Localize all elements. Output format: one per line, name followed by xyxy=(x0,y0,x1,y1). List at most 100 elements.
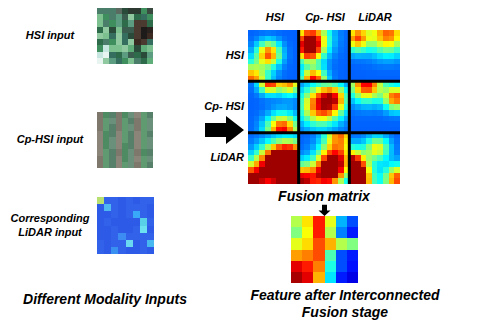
heatmap-cell xyxy=(355,36,361,42)
heatmap-cell xyxy=(394,161,400,167)
heatmap-cell xyxy=(338,98,344,104)
heatmap-cell xyxy=(254,98,260,104)
heatmap-cell xyxy=(310,30,316,36)
column-header: HSI xyxy=(250,11,300,24)
pixel xyxy=(126,226,134,234)
heatmap-cell xyxy=(316,104,322,110)
pixel xyxy=(141,27,148,34)
heatmap-cell xyxy=(304,173,310,179)
heatmap-cell xyxy=(366,144,372,150)
pixel xyxy=(109,112,116,119)
heatmap-cell xyxy=(355,167,361,173)
pixel xyxy=(147,52,153,59)
heatmap-cell xyxy=(254,59,260,65)
heatmap-cell xyxy=(372,110,378,116)
heatmap-cell xyxy=(248,47,254,53)
heatmap-cell xyxy=(271,64,277,70)
pixel xyxy=(104,204,112,212)
heatmap-cell xyxy=(265,138,271,144)
heatmap-cell xyxy=(332,110,338,116)
pixel xyxy=(128,14,135,21)
pixel xyxy=(97,124,104,131)
heatmap-cell xyxy=(336,227,348,239)
block-separator xyxy=(248,80,400,83)
pixel xyxy=(128,45,135,52)
heatmap-cell xyxy=(316,70,322,76)
pixel xyxy=(109,137,116,144)
heatmap-cell xyxy=(327,161,333,167)
pixel xyxy=(118,204,126,212)
heatmap-cell xyxy=(276,110,282,116)
heatmap-cell xyxy=(377,47,383,53)
pixel xyxy=(122,143,129,150)
heatmap-cell xyxy=(304,121,310,127)
heatmap-cell xyxy=(383,104,389,110)
row-header: HSI xyxy=(184,49,244,62)
heatmap-cell xyxy=(383,167,389,173)
flow-arrow xyxy=(319,205,331,216)
heatmap-cell xyxy=(325,272,337,283)
heatmap-cell xyxy=(361,47,367,53)
heatmap-cell xyxy=(287,53,293,59)
heatmap-cell xyxy=(254,41,260,47)
pixel xyxy=(147,162,153,168)
heatmap-cell xyxy=(265,98,271,104)
pixel xyxy=(103,8,110,15)
heatmap-cell xyxy=(327,155,333,161)
heatmap-cell xyxy=(254,155,260,161)
heatmap-cell xyxy=(321,121,327,127)
heatmap-cell xyxy=(310,110,316,116)
pixel xyxy=(103,156,110,163)
pixel xyxy=(97,156,104,163)
heatmap-cell xyxy=(321,70,327,76)
heatmap-cell xyxy=(366,41,372,47)
heatmap-cell xyxy=(302,250,314,262)
heatmap-cell xyxy=(355,98,361,104)
heatmap-cell xyxy=(304,150,310,156)
heatmap-cell xyxy=(332,178,338,184)
heatmap-cell xyxy=(325,216,337,228)
heatmap-cell xyxy=(377,178,383,184)
pixel xyxy=(147,14,153,21)
pixel xyxy=(141,39,148,46)
pixel xyxy=(103,131,110,138)
heatmap-cell xyxy=(394,70,400,76)
heatmap-cell xyxy=(361,138,367,144)
pixel xyxy=(97,118,104,125)
heatmap-cell xyxy=(366,93,372,99)
pixel xyxy=(122,14,129,21)
heatmap-cell xyxy=(254,70,260,76)
pixel xyxy=(133,233,141,241)
heatmap-cell xyxy=(327,53,333,59)
heatmap-cell xyxy=(377,70,383,76)
heatmap-cell xyxy=(377,161,383,167)
heatmap-cell xyxy=(265,47,271,53)
heatmap-cell xyxy=(276,155,282,161)
heatmap-cell xyxy=(394,144,400,150)
heatmap-cell xyxy=(271,121,277,127)
pixel xyxy=(109,124,116,131)
heatmap-cell xyxy=(383,178,389,184)
pixel xyxy=(111,240,119,248)
pixel xyxy=(140,247,148,254)
heatmap-cell xyxy=(287,110,293,116)
pixel xyxy=(134,52,141,59)
heatmap-cell xyxy=(377,104,383,110)
pixel xyxy=(122,58,129,64)
heatmap-cell xyxy=(394,116,400,122)
heatmap-cell xyxy=(302,272,314,283)
pixel xyxy=(122,156,129,163)
pixel xyxy=(103,52,110,59)
heatmap-cell xyxy=(355,155,361,161)
heatmap-cell xyxy=(310,41,316,47)
heatmap-cell xyxy=(248,167,254,173)
heatmap-cell xyxy=(355,110,361,116)
heatmap-cell xyxy=(327,36,333,42)
pixel xyxy=(122,112,129,119)
heatmap-cell xyxy=(254,93,260,99)
pixel xyxy=(147,39,153,46)
heatmap-cell xyxy=(302,238,314,250)
fusion-matrix-image xyxy=(248,30,400,184)
heatmap-cell xyxy=(321,64,327,70)
heatmap-cell xyxy=(310,121,316,127)
